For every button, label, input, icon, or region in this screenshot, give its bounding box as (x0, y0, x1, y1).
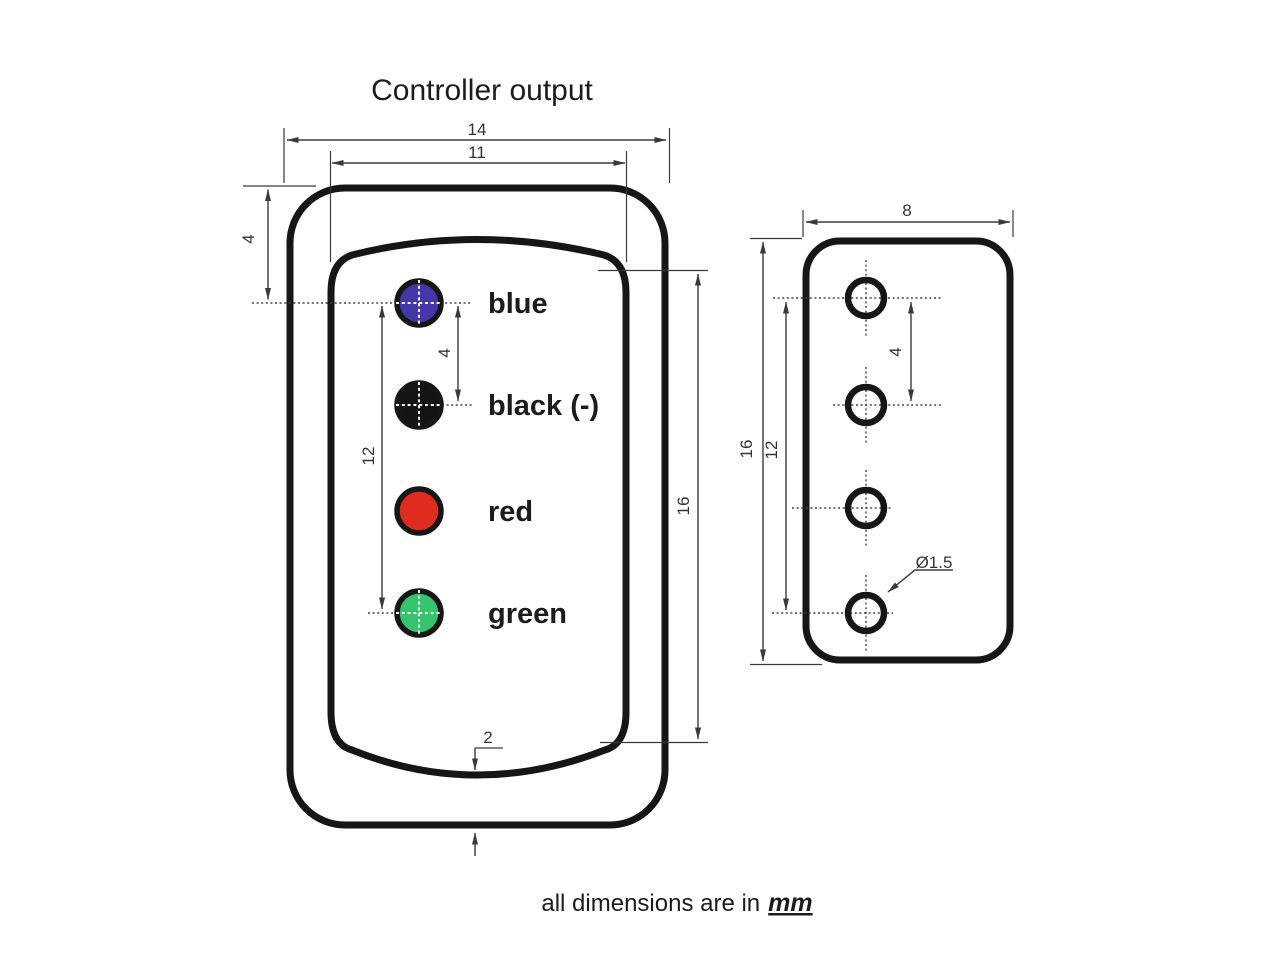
hole-centerlines (772, 260, 943, 651)
dim-hole-span-value: 12 (762, 441, 781, 460)
dim-hole-pitch-value: 4 (886, 347, 905, 356)
dim-top-offset: 4 (239, 185, 316, 300)
side-view-figure: 8 16 (737, 201, 1014, 666)
pin-blue: blue (394, 278, 548, 328)
units-note-prefix: all dimensions are in (541, 890, 760, 917)
hole-1 (844, 276, 888, 320)
pin-green: green (394, 588, 567, 638)
hole-diameter-value: Ø1.5 (916, 553, 953, 572)
dim-plate-width: 8 (802, 201, 1014, 237)
dim-inner-height-value: 16 (674, 497, 693, 516)
pin-red-label: red (488, 496, 533, 528)
units-note: all dimensions are in mm (541, 889, 812, 917)
dim-pin-pitch-value: 4 (435, 348, 454, 357)
dim-bottom-gap: 2 (472, 728, 503, 856)
dim-inner-width: 11 (329, 143, 628, 262)
dim-inner-height: 16 (598, 269, 708, 744)
inner-face-outline (327, 236, 630, 779)
dim-top-offset-value: 4 (239, 234, 258, 243)
dim-hole-pitch: 4 (886, 301, 914, 402)
dim-plate-height: 16 (737, 241, 766, 662)
plate-outline (802, 237, 1014, 664)
hole-diameter-callout: Ø1.5 (887, 553, 953, 593)
dim-pin-pitch: 4 (435, 305, 461, 402)
pin-black-label: black (-) (488, 390, 599, 422)
housing-outline (286, 184, 669, 829)
dim-plate-width-value: 8 (902, 201, 911, 220)
units-note-unit: mm (768, 889, 812, 917)
dim-outer-width: 14 (283, 120, 671, 183)
pin-green-label: green (488, 598, 567, 630)
front-view-figure: 14 11 4 blue black ( (239, 120, 708, 856)
dim-plate-height-value: 16 (737, 440, 756, 459)
hole-2 (844, 383, 888, 427)
hole-4 (844, 591, 888, 635)
dim-inner-width-value: 11 (468, 143, 486, 162)
hole-3 (844, 486, 888, 530)
dim-pin-span-value: 12 (359, 447, 378, 466)
pin-blue-label: blue (488, 288, 548, 320)
pin-red: red (394, 486, 533, 536)
dim-outer-width-value: 14 (468, 120, 487, 139)
dim-hole-span: 12 (762, 301, 789, 611)
drawing-title: Controller output (371, 74, 593, 107)
pin-black: black (-) (394, 380, 599, 430)
dim-pin-span: 12 (359, 305, 385, 610)
dim-bottom-gap-value: 2 (483, 728, 492, 747)
